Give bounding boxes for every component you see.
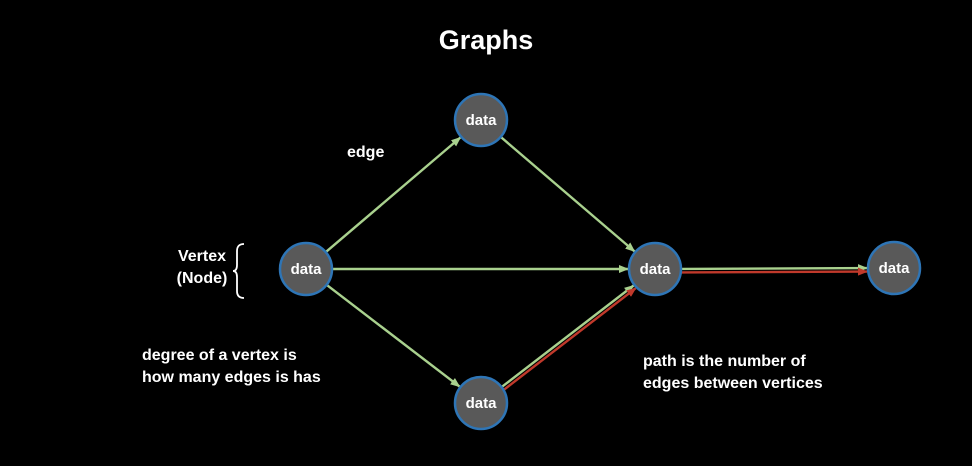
vertex-circle (453, 375, 509, 431)
vertex-label: data (291, 261, 323, 278)
edge-arrow-top-center (499, 135, 636, 253)
vertex-label: data (466, 112, 498, 129)
vertex-node-right: data (866, 240, 922, 296)
vertex-node-center: data (627, 241, 683, 297)
vertex-label: data (640, 261, 672, 278)
path-arrow-center-right (680, 267, 868, 276)
vertex-label-line2: (Node) (176, 270, 228, 287)
vertex-label-line1: Vertex (177, 248, 227, 265)
vertex-circle (453, 92, 509, 148)
path-arrow-bottom-center (502, 287, 637, 391)
path-description-line1: path is the number of (643, 353, 806, 370)
edge-layer (325, 135, 868, 391)
degree-description-line2: how many edges is has (142, 369, 321, 386)
edge-arrow-left-top (325, 136, 462, 254)
edge-arrow-left-bottom (325, 283, 461, 388)
vertex-circle (866, 240, 922, 296)
vertex-label: Vertex (Node) (168, 246, 236, 290)
path-description: path is the number of edges between vert… (643, 351, 823, 395)
vertex-label: data (466, 395, 498, 412)
vertex-circle (278, 241, 334, 297)
vertex-node-bottom: data (453, 375, 509, 431)
curly-brace-icon (232, 243, 245, 299)
vertex-label: data (879, 260, 911, 277)
page-title: Graphs (438, 25, 534, 55)
vertex-node-top: data (453, 92, 509, 148)
degree-description-line1: degree of a vertex is (142, 347, 297, 364)
node-layer: data data data data data (278, 92, 922, 431)
path-description-line2: edges between vertices (643, 375, 823, 392)
edge-arrow-bottom-center (500, 284, 635, 389)
degree-description: degree of a vertex is how many edges is … (142, 345, 321, 389)
vertex-node-left: data (278, 241, 334, 297)
vertex-circle (627, 241, 683, 297)
edge-label: edge (347, 144, 385, 161)
edge-arrow-center-right (680, 264, 868, 273)
